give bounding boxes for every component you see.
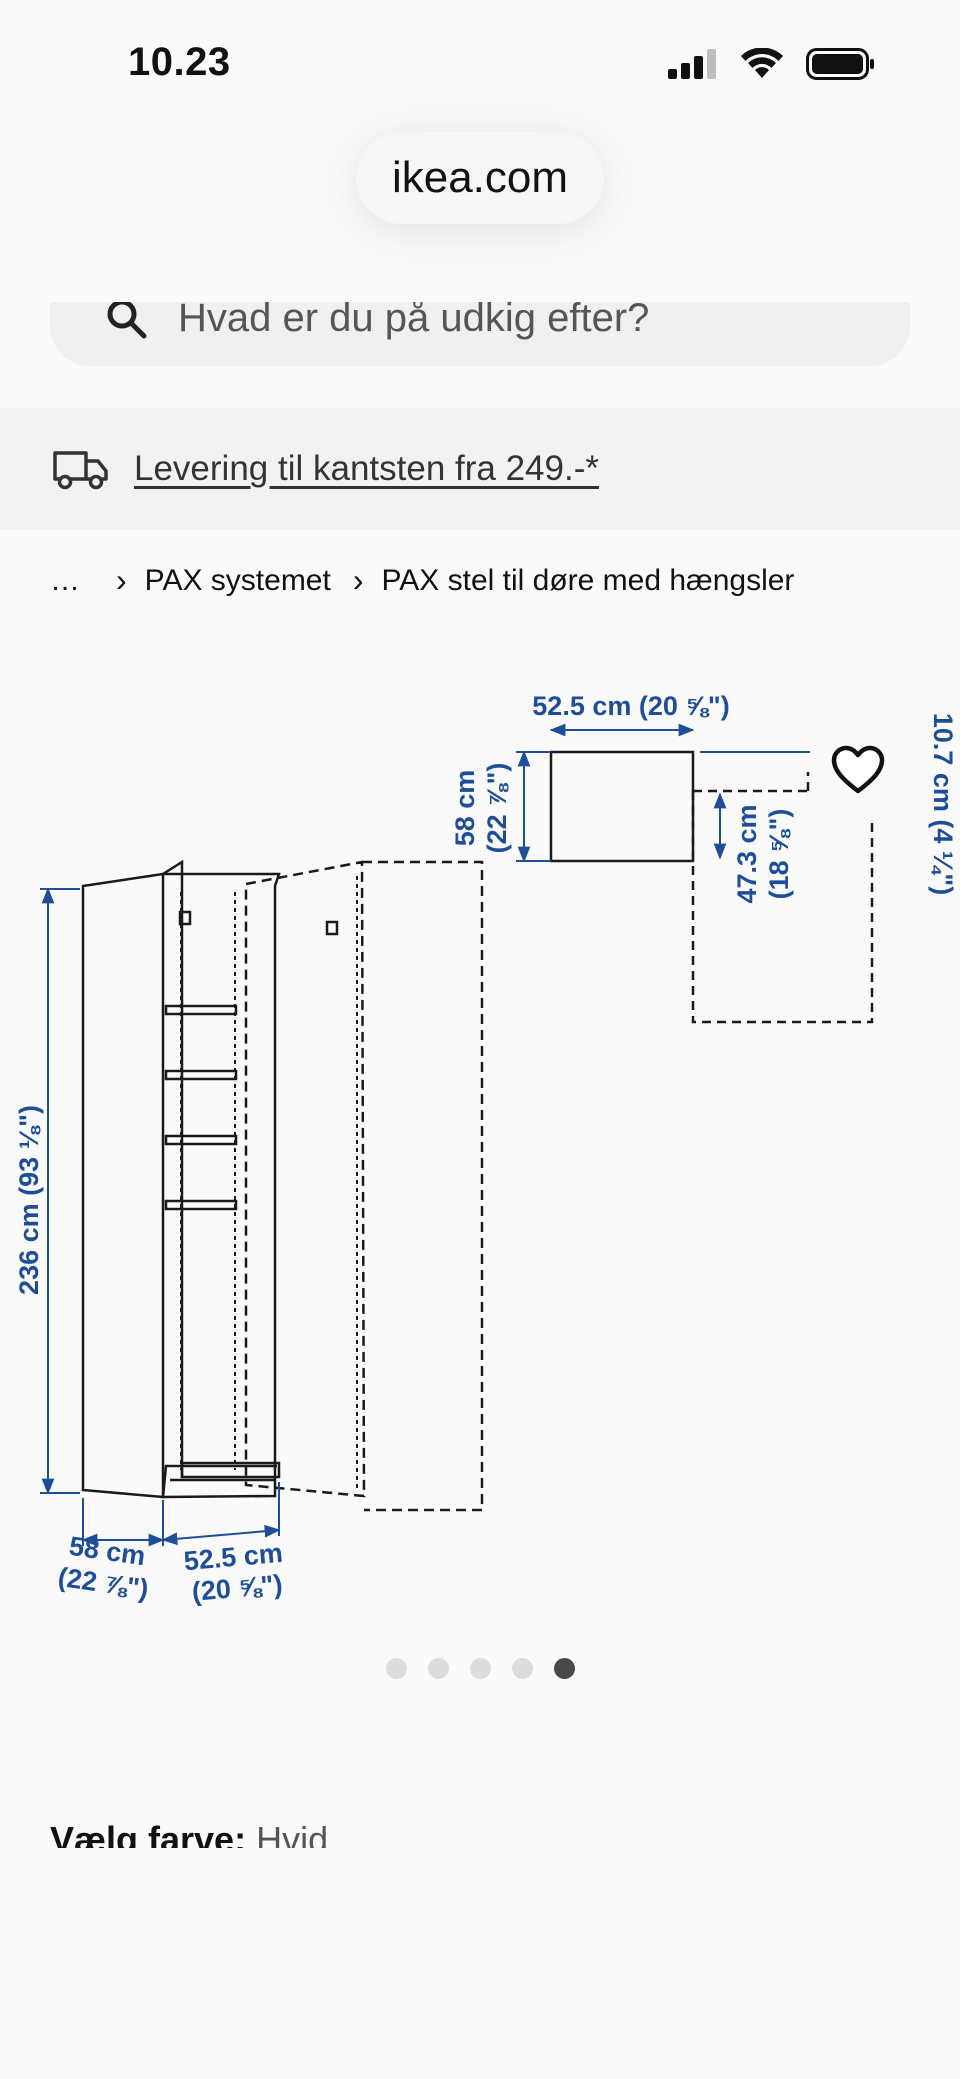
wifi-icon <box>741 48 783 78</box>
dim-height: 236 cm (93 ⅛") <box>14 1105 44 1295</box>
delivery-truck-icon <box>53 451 108 490</box>
chevron-right-icon: › <box>116 562 127 598</box>
search-bar[interactable]: Hvad er du på udkig efter? <box>50 302 910 366</box>
dim-base-width-in: (20 ⅝") <box>191 1569 284 1607</box>
dim-top-width: 52.5 cm (20 ⅝") <box>532 691 729 721</box>
browser-url-text: ikea.com <box>391 153 569 202</box>
dim-door-depth: 47.3 cm <box>732 804 762 903</box>
product-image-dimensions[interactable]: 52.5 cm (20 ⅝") 58 cm (22 ⅞") 47.3 cm (1… <box>0 660 960 1620</box>
color-selector[interactable]: Vælg farve: Hvid <box>50 1818 550 1848</box>
dim-door-depth-in: (18 ⅝") <box>764 809 794 900</box>
carousel-dots <box>386 1658 575 1679</box>
chevron-right-icon: › <box>352 562 364 598</box>
delivery-banner: Levering til kantsten fra 249.-* <box>0 408 960 530</box>
status-time: 10.23 <box>128 40 231 84</box>
breadcrumb: … › PAX systemet › PAX stel til døre med… <box>50 562 794 599</box>
battery-icon <box>806 48 874 80</box>
carousel-dot[interactable] <box>428 1658 449 1679</box>
color-label: Vælg farve: <box>50 1819 247 1848</box>
carousel-dot[interactable] <box>470 1658 491 1679</box>
dim-top-depth: 58 cm <box>450 770 480 847</box>
browser-url-bar[interactable]: ikea.com <box>356 132 604 224</box>
favorite-heart-icon[interactable] <box>830 744 886 796</box>
cellular-signal-icon <box>668 49 716 79</box>
delivery-link[interactable]: Levering til kantsten fra 249.-* <box>134 449 599 488</box>
status-bar: 10.23 <box>0 0 960 130</box>
carousel-dot[interactable] <box>386 1658 407 1679</box>
dim-top-depth-in: (22 ⅞") <box>482 763 512 854</box>
color-value: Hvid <box>256 1819 329 1848</box>
breadcrumb-item-pax-system[interactable]: PAX systemet <box>144 563 331 597</box>
breadcrumb-item-pax-frame[interactable]: PAX stel til døre med hængsler <box>381 563 795 597</box>
search-icon <box>107 302 147 339</box>
dim-side-gap: 10.7 cm (4 ¼") <box>928 713 958 895</box>
search-input[interactable]: Hvad er du på udkig efter? <box>178 302 650 340</box>
status-icons <box>668 48 876 80</box>
carousel-dot[interactable] <box>554 1658 575 1679</box>
breadcrumb-ellipsis[interactable]: … <box>50 563 80 597</box>
carousel-dot[interactable] <box>512 1658 533 1679</box>
